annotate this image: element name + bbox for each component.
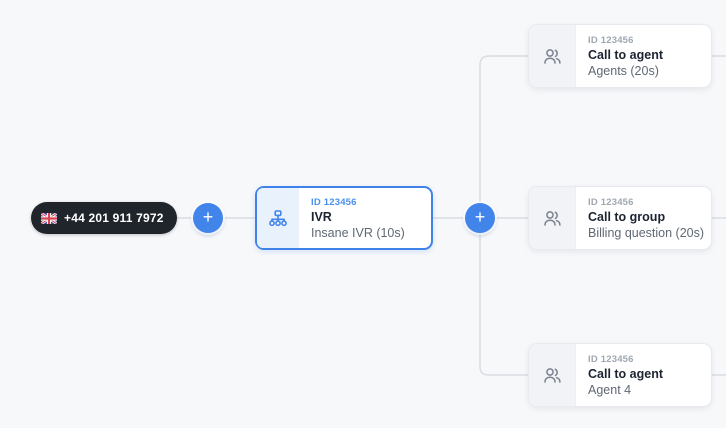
users-icon [543, 367, 561, 383]
users-icon [543, 210, 561, 226]
node-text: ID 123456 Call to agent Agents (20s) [576, 25, 711, 87]
node-iconbox [529, 187, 576, 249]
node-subtitle: Insane IVR (10s) [311, 225, 405, 240]
uk-flag-icon [41, 212, 57, 224]
node-title: Call to group [588, 209, 666, 224]
node-text: ID 123456 Call to agent Agent 4 [576, 344, 711, 406]
add-node-button-1[interactable]: + [193, 203, 223, 233]
node-id: ID 123456 [588, 353, 634, 365]
node-text: ID 123456 IVR Insane IVR (10s) [299, 188, 431, 248]
node-subtitle: Billing question (20s) [588, 225, 705, 240]
phone-number-node[interactable]: +44 201 911 7972 [31, 202, 177, 234]
add-node-button-2[interactable]: + [465, 203, 495, 233]
node-text: ID 123456 Call to group Billing question… [576, 187, 711, 249]
node-id: ID 123456 [588, 196, 634, 208]
node-id: ID 123456 [588, 34, 634, 46]
users-icon [543, 48, 561, 64]
node-card-call-to-agent-1[interactable]: ID 123456 Call to agent Agents (20s) [528, 24, 712, 88]
plus-icon: + [202, 207, 214, 227]
phone-number-label: +44 201 911 7972 [64, 211, 164, 225]
node-card-call-to-agent-2[interactable]: ID 123456 Call to agent Agent 4 [528, 343, 712, 407]
node-iconbox [529, 344, 576, 406]
node-iconbox [257, 188, 299, 248]
node-card-ivr[interactable]: ID 123456 IVR Insane IVR (10s) [255, 186, 433, 250]
node-title: Call to agent [588, 366, 664, 381]
node-title: IVR [311, 209, 332, 224]
node-title: Call to agent [588, 47, 664, 62]
sitemap-icon [269, 209, 287, 226]
node-id: ID 123456 [311, 196, 357, 208]
node-subtitle: Agent 4 [588, 382, 632, 397]
node-card-call-to-group[interactable]: ID 123456 Call to group Billing question… [528, 186, 712, 250]
node-subtitle: Agents (20s) [588, 63, 659, 78]
node-iconbox [529, 25, 576, 87]
plus-icon: + [474, 207, 486, 227]
